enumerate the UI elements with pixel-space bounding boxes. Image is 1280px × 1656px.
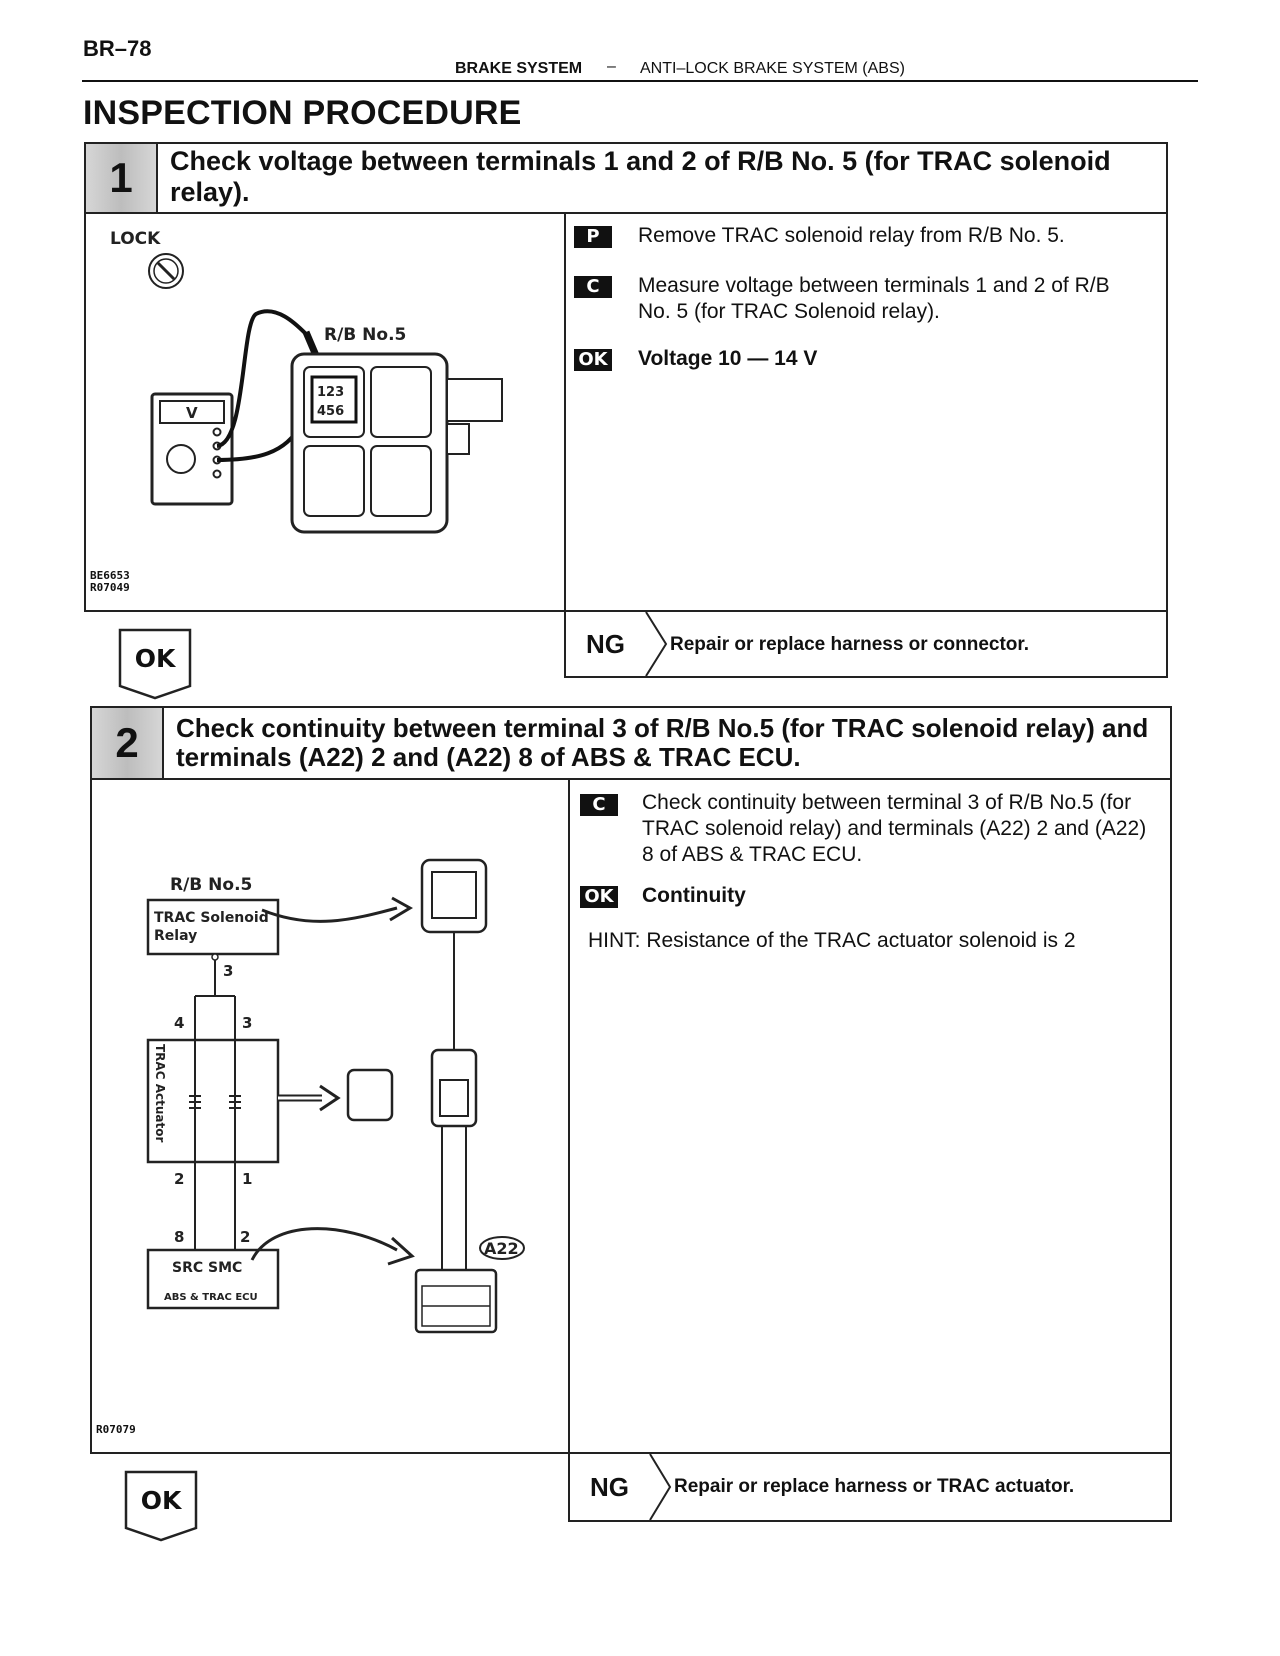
rb-no5-label: R/B No.5 xyxy=(324,325,406,345)
step-1-header: 1 Check voltage between terminals 1 and … xyxy=(84,142,1168,214)
step-2-ng-box: NG Repair or replace harness or TRAC act… xyxy=(568,1452,1172,1522)
procedure-title: INSPECTION PROCEDURE xyxy=(83,94,522,132)
step-1-ng-action: Repair or replace harness or connector. xyxy=(670,634,1030,655)
relay-pin-3: 3 xyxy=(223,962,233,980)
procedure-badge: P xyxy=(574,226,612,248)
ecu-label: ABS & TRAC ECU xyxy=(164,1292,258,1303)
connector-a22-label: A22 xyxy=(484,1239,519,1258)
step-2-hint: HINT: Resistance of the TRAC actuator so… xyxy=(588,929,1076,952)
check-badge-2: C xyxy=(580,794,618,816)
step-2-header: 2 Check continuity between terminal 3 of… xyxy=(90,706,1172,780)
step-2-diagram-panel: R/B No.5 TRAC Solenoid Relay 3 4 3 TRAC … xyxy=(90,778,570,1454)
rb-no5-label-2: R/B No.5 xyxy=(170,875,252,895)
meter-v-label: V xyxy=(186,404,198,422)
step-1-ok-label: OK xyxy=(134,644,176,673)
step-2-title: Check continuity between terminal 3 of R… xyxy=(176,713,1149,772)
rb-terminals-top: 123 xyxy=(317,385,344,400)
voltmeter-icon: V xyxy=(150,392,234,506)
step-1-diagram: LOCK V xyxy=(110,229,503,534)
step-1-ng-box: NG Repair or replace harness or connecto… xyxy=(564,610,1168,678)
step-2-ok-criteria: Continuity xyxy=(642,884,746,907)
ok-badge: OK xyxy=(574,349,612,371)
ecu-pin-2: 2 xyxy=(240,1228,250,1246)
step-2-ok-label: OK xyxy=(140,1486,182,1515)
check-badge: C xyxy=(574,276,612,298)
relay-label-line-1: TRAC Solenoid xyxy=(154,910,269,926)
step-1-ng-label: NG xyxy=(586,629,625,659)
step-2-diagram: R/B No.5 TRAC Solenoid Relay 3 4 3 TRAC … xyxy=(146,858,525,1334)
step-1-title: Check voltage between terminals 1 and 2 … xyxy=(170,146,1111,207)
header-section: BRAKE SYSTEM xyxy=(455,60,583,77)
relay-label-line-2: Relay xyxy=(154,928,197,944)
step-1-diagram-panel: LOCK V xyxy=(84,212,566,612)
step-1-instruction-panel: P Remove TRAC solenoid relay from R/B No… xyxy=(564,212,1168,612)
ignition-lock-icon xyxy=(148,253,184,289)
step-2-ok-marker: OK xyxy=(124,1470,198,1542)
step-1-instruction-prep: Remove TRAC solenoid relay from R/B No. … xyxy=(638,224,1065,247)
header-separator: – xyxy=(607,58,616,75)
header-rule xyxy=(82,80,1198,82)
figure-code-1a: BE6653 xyxy=(90,569,130,582)
actuator-pin-2: 2 xyxy=(174,1170,184,1188)
figure-code-2: R07079 xyxy=(96,1423,136,1436)
step-2-instruction-check: Check continuity between terminal 3 of R… xyxy=(642,791,1147,866)
actuator-pin-4: 4 xyxy=(174,1014,184,1032)
page-number: BR–78 xyxy=(83,36,152,61)
step-1-number: 1 xyxy=(86,144,158,212)
step-1-ok-marker: OK xyxy=(118,628,192,700)
step-2-number: 2 xyxy=(92,708,164,778)
actuator-pin-1: 1 xyxy=(242,1170,252,1188)
ecu-pin-8: 8 xyxy=(174,1228,184,1246)
ecu-pin-names: SRC SMC xyxy=(172,1260,242,1276)
step-2-ng-label: NG xyxy=(590,1472,629,1502)
header-subsection: ANTI–LOCK BRAKE SYSTEM (ABS) xyxy=(640,60,905,77)
actuator-pin-3: 3 xyxy=(242,1014,252,1032)
actuator-label: TRAC Actuator xyxy=(153,1044,167,1142)
lock-label: LOCK xyxy=(110,229,161,249)
step-2-instruction-panel: C Check continuity between terminal 3 of… xyxy=(568,778,1172,1454)
relay-block-icon: 123 456 xyxy=(290,352,503,534)
figure-code-1b: R07049 xyxy=(90,581,130,594)
ok-badge-2: OK xyxy=(580,886,618,908)
step-1-instruction-check: Measure voltage between terminals 1 and … xyxy=(638,274,1110,323)
rb-terminals-bottom: 456 xyxy=(317,404,344,419)
step-1-ok-criteria: Voltage 10 — 14 V xyxy=(638,347,818,370)
step-2-ng-action: Repair or replace harness or TRAC actuat… xyxy=(674,1476,1075,1497)
